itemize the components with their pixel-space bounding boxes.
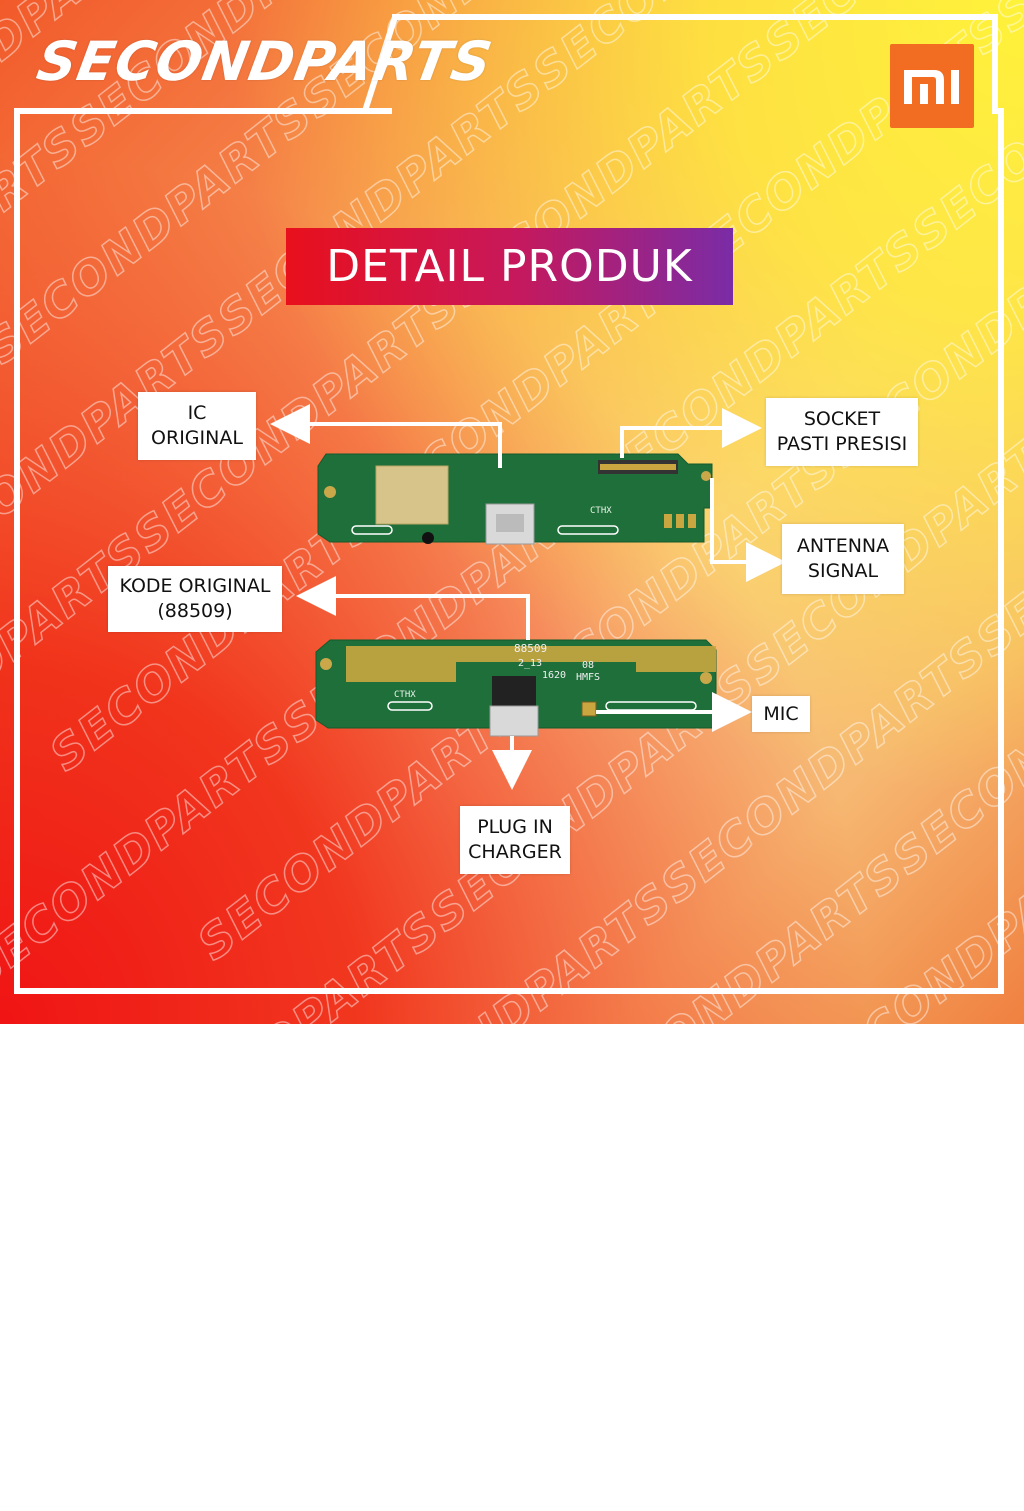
frame-right [992,14,998,114]
callout-arrows [270,404,786,790]
arrow-kode [296,576,530,640]
arrow-ic [270,404,502,468]
pcb-marking-3: 1620 [542,670,567,681]
watermark-text: SECONDPARTS [482,1060,831,1350]
mi-logo [890,44,974,128]
callout-antenna-line2: SIGNAL [807,560,879,582]
callout-socket-line2: PASTI PRESISI [776,433,908,455]
arrow-socket [620,408,762,458]
arrow-antenna [710,478,786,582]
frame-diagonal [362,16,398,112]
callout-socket: SOCKET PASTI PRESISI [766,398,918,466]
callout-plug-line2: CHARGER [468,841,562,863]
pcb-marking-5: HMFS [576,672,601,683]
callout-kode-original: KODE ORIGINAL (88509) [108,566,282,632]
callout-plug-line1: PLUG IN [477,816,553,838]
pcb-marking-2: 2_13 [518,658,543,669]
callout-mic-line1: MIC [763,702,799,725]
callout-kode-line2: (88509) [157,600,233,622]
pcb-marking-4: 08 [582,660,595,671]
callout-ic-line1: IC [187,402,207,424]
pcb-silk-bottom: CTHX [394,690,416,700]
page-title: DETAIL PRODUK [326,241,693,292]
callout-antenna-line1: ANTENNA [796,535,890,557]
pcb-silk-top: CTHX [590,506,612,516]
white-frame [14,108,1004,994]
callout-plug-in: PLUG IN CHARGER [460,806,570,874]
callout-antenna: ANTENNA SIGNAL [782,524,904,594]
callout-socket-line1: SOCKET [803,408,881,430]
callout-ic-line2: ORIGINAL [151,427,243,449]
pcb-board-bottom: CTHX 88509 2_13 1620 08 HMFS [306,632,736,747]
watermark-text: SECONDPARTS [251,1088,600,1378]
frame-top-left [14,108,392,114]
callout-mic: MIC [752,696,810,732]
frame-top-right [392,14,998,20]
callout-kode-line1: KODE ORIGINAL [119,575,271,597]
callout-ic-original: IC ORIGINAL [138,392,256,460]
pcb-board-top: CTHX [308,446,728,561]
title-banner: DETAIL PRODUK [286,228,733,305]
mi-logo-icon [904,70,959,104]
pcb-code: 88509 [514,642,548,655]
